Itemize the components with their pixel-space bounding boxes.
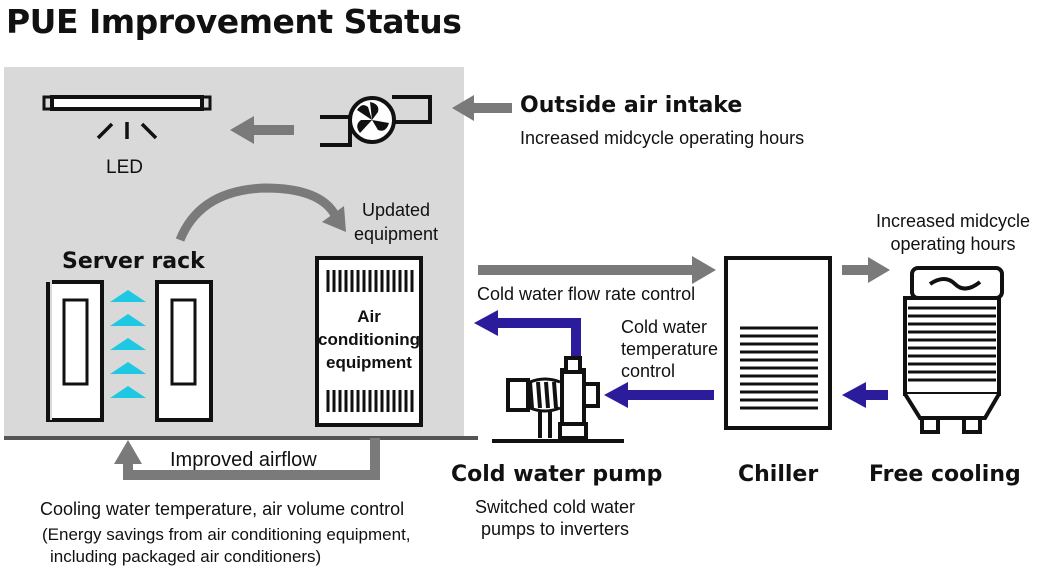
free-cooling-sub-line2: operating hours: [890, 234, 1016, 254]
cwt-line2: temperature: [621, 339, 719, 359]
outside-air-intake-label: Outside air intake: [520, 93, 743, 118]
free-cooling-icon: [903, 266, 1004, 434]
pump-icon: [492, 356, 624, 443]
energy-line2: including packaged air conditioners): [50, 547, 322, 566]
cooling-control-label: Cooling water temperature, air volume co…: [40, 499, 405, 519]
updated-equipment-line1: Updated: [361, 200, 431, 220]
free-cooling-sub-line1: Increased midcycle: [875, 211, 1031, 231]
outside-air-sub-label: Increased midcycle operating hours: [520, 128, 805, 148]
chiller-label: Chiller: [738, 462, 819, 487]
pump-sub-line2: pumps to inverters: [480, 519, 630, 539]
ac-line3: equipment: [326, 353, 412, 372]
pump-sub-line1: Switched cold water: [474, 497, 636, 517]
arrow-outside-to-fan: [452, 95, 512, 121]
blue-arrow-pump-to-room: [474, 310, 581, 358]
cold-water-pump-label: Cold water pump: [451, 462, 663, 487]
led-label: LED: [106, 157, 143, 178]
blue-arrow-chiller-to-pump: [604, 382, 714, 408]
cwt-line1: Cold water: [621, 317, 708, 337]
airflow-triangles: [110, 290, 146, 398]
free-cooling-label: Free cooling: [869, 462, 1021, 487]
server-rack-icon-right: [155, 280, 213, 422]
air-conditioner-icon: [315, 256, 423, 427]
energy-line1: (Energy savings from air conditioning eq…: [42, 525, 411, 544]
pump-sub-label: Switched cold water pumps to inverters: [455, 496, 655, 540]
led-light-icon: [42, 95, 212, 140]
chiller-icon: [724, 256, 832, 430]
page-title: PUE Improvement Status: [6, 2, 462, 41]
cold-water-temperature-label: Cold water temperature control: [621, 316, 718, 382]
arrow-rack-to-equipment: [175, 183, 346, 242]
ac-line2: conditioning: [318, 330, 420, 349]
energy-savings-label: (Energy savings from air conditioning eq…: [42, 524, 411, 568]
cwt-line3: control: [621, 361, 676, 381]
cold-water-flow-label: Cold water flow rate control: [477, 284, 696, 304]
arrow-fan-to-led: [230, 116, 294, 144]
updated-equipment-label: Updated equipment: [350, 198, 442, 246]
arrow-room-to-chiller: [478, 256, 716, 284]
arrow-chiller-to-free-cooling: [842, 257, 890, 283]
server-rack-label: Server rack: [62, 249, 205, 274]
server-rack-icon-left: [44, 280, 104, 422]
improved-airflow-return: [114, 438, 380, 480]
fan-icon: [320, 95, 432, 147]
updated-equipment-line2: equipment: [353, 224, 439, 244]
blue-arrow-free-to-chiller: [842, 382, 888, 408]
air-conditioning-equipment-label: Air conditioning equipment: [317, 305, 421, 374]
free-cooling-sub-label: Increased midcycle operating hours: [870, 210, 1036, 256]
improved-airflow-label: Improved airflow: [170, 449, 317, 471]
ac-line1: Air: [357, 307, 381, 326]
